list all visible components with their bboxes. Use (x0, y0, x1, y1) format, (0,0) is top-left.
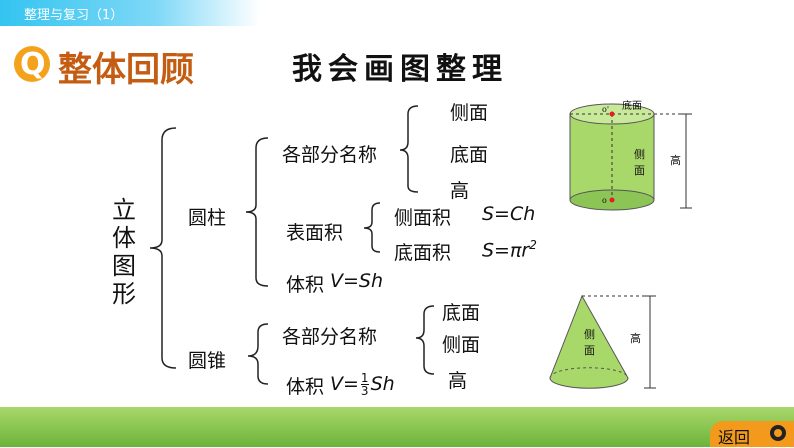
cylinder-part-side: 侧面 (450, 102, 489, 124)
base-area-label: 底面积 (394, 242, 452, 264)
cone-height-label: 高 (630, 331, 641, 345)
cone-part-height: 高 (448, 370, 468, 392)
cone-label: 圆锥 (188, 350, 227, 372)
header-bar: 整理与复习（1） (0, 0, 260, 26)
page-title: 我会画图整理 (292, 52, 508, 87)
cone-part-side: 侧面 (442, 334, 481, 356)
root-label: 立 体 图 形 (112, 196, 136, 308)
q-logo-icon: Q (14, 46, 50, 82)
cone-side-label-2: 面 (584, 344, 595, 357)
cone-side-label-1: 侧 (584, 328, 595, 341)
grass-decoration (0, 407, 794, 447)
lateral-area-label: 侧面积 (394, 207, 452, 229)
cylinder-top-label: 底面 (622, 99, 642, 112)
back-icon (770, 425, 786, 441)
cylinder-side-label-2: 面 (634, 164, 645, 177)
cylinder-part-height: 高 (450, 180, 470, 202)
base-area-formula: S=πr2 (482, 238, 537, 262)
cylinder-figure: 底面 o' o 侧 面 高 (569, 99, 692, 211)
cone-figure: 侧 面 高 (549, 294, 656, 389)
breadcrumb: 整理与复习（1） (24, 8, 124, 23)
back-button-label: 返回 (718, 428, 751, 447)
cylinder-part-base: 底面 (450, 144, 489, 166)
lateral-area-formula: S=Ch (482, 203, 536, 225)
cylinder-parts-title: 各部分名称 (282, 144, 378, 166)
cone-volume-label: 体积 (286, 376, 325, 398)
back-button[interactable]: 返回 (710, 421, 794, 447)
section-title: 整体回顾 (58, 50, 194, 90)
cylinder-center-top: o' (602, 105, 609, 114)
cylinder-volume-formula: V=Sh (330, 270, 384, 292)
surface-area-title: 表面积 (286, 222, 344, 244)
cylinder-volume-label: 体积 (286, 274, 325, 296)
cylinder-height-label: 高 (670, 153, 681, 167)
cone-part-base: 底面 (442, 302, 481, 324)
cylinder-side-label-1: 侧 (634, 148, 645, 161)
cone-parts-title: 各部分名称 (282, 326, 378, 348)
cylinder-label: 圆柱 (188, 207, 227, 229)
cone-body (549, 294, 629, 389)
cylinder-center-bottom: o (602, 196, 607, 205)
